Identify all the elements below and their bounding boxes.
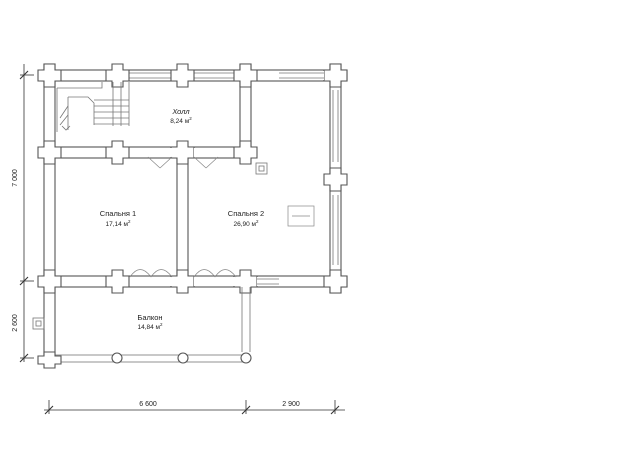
dim-width-6600: 6 600 — [139, 401, 157, 408]
dimension-vertical — [19, 64, 34, 363]
stove-symbol — [287, 205, 315, 227]
staircase — [56, 82, 130, 132]
dimension-horizontal — [44, 400, 345, 415]
room-area-bedroom1: 17,14 м2 — [105, 219, 131, 228]
dim-width-2900: 2 900 — [282, 401, 300, 408]
room-area-balcony: 14,84 м2 — [137, 322, 163, 331]
room-name-bedroom2: Спальня 2 — [228, 209, 264, 218]
chimney-symbols — [32, 162, 268, 330]
room-name-bedroom1: Спальня 1 — [100, 209, 136, 218]
balcony-posts — [111, 287, 252, 364]
room-area-hall: 8,24 м2 — [170, 116, 192, 125]
wall-gaps — [257, 71, 340, 286]
dim-height-2600: 2 600 — [12, 314, 19, 332]
top-window-gaps — [128, 71, 234, 80]
room-name-hall: Холл — [171, 107, 190, 116]
wall-crosses — [37, 63, 348, 369]
walls — [41, 63, 348, 365]
doors — [129, 148, 237, 286]
dim-height-7000: 7 000 — [12, 169, 19, 187]
room-name-balcony: Балкон — [137, 313, 162, 322]
room-area-bedroom2: 26,90 м2 — [233, 219, 259, 228]
